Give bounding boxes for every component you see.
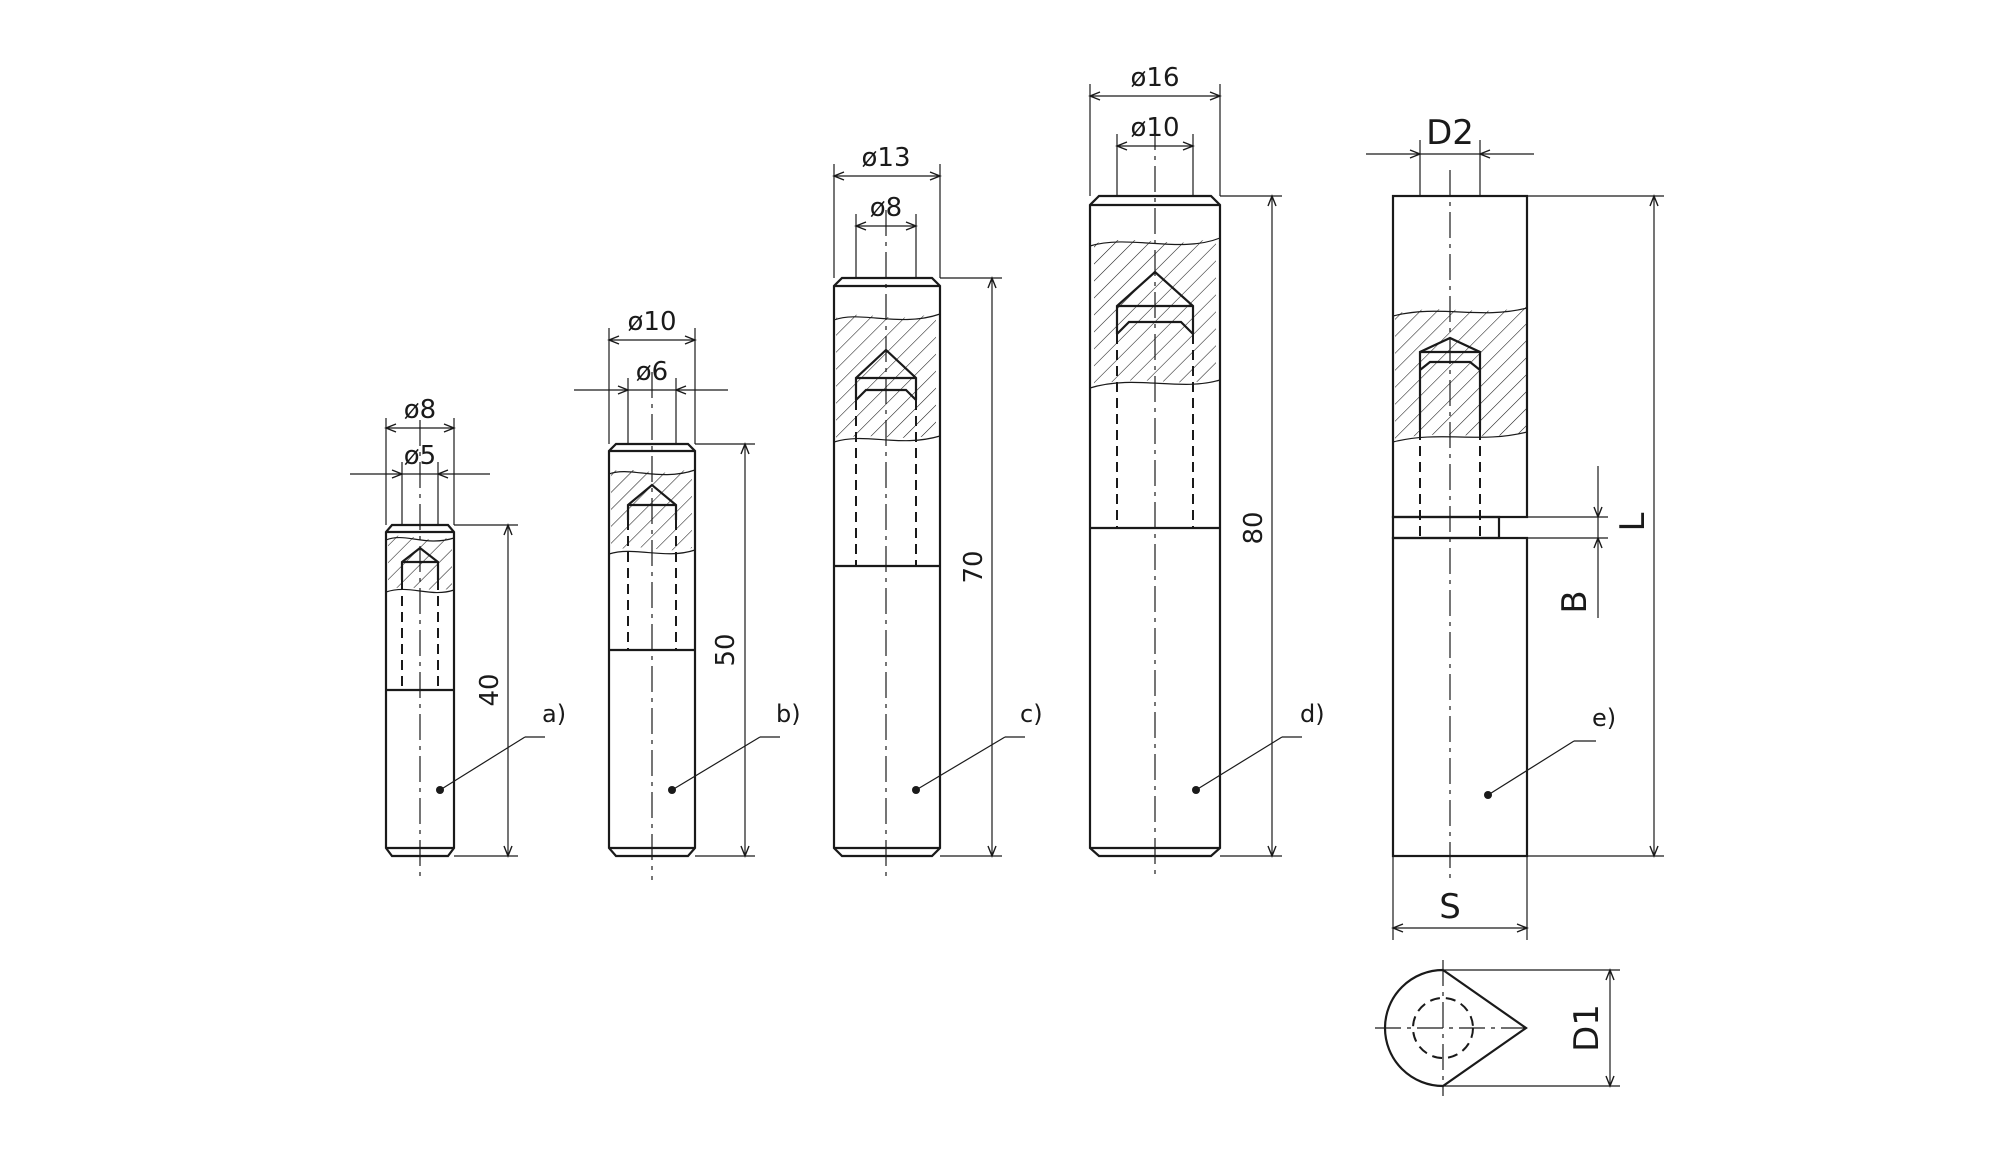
variant-e-pin-dia: D2 [1426,113,1474,153]
variant-e-lower-body [1391,536,1529,858]
variant-b-length: 50 [711,633,741,666]
variant-c-outline [832,276,942,858]
variant-a-outer-dia: ø8 [404,395,436,425]
variant-e-length: L [1613,512,1653,531]
variant-b-outer-dia: ø10 [628,307,677,337]
variant-d-label: d) [1300,700,1325,728]
variant-c-hatch [836,312,936,440]
variant-c-label: c) [1020,700,1043,728]
variant-b-label: b) [776,700,801,728]
variant-e-hatch [1395,306,1527,440]
variant-e-profile-view [1383,968,1528,1088]
variant-d-outline [1088,194,1222,858]
variant-e-label: e) [1592,704,1616,732]
variant-e-gap: B [1555,590,1595,613]
variant-c-outer-dia: ø13 [862,143,911,173]
variant-a-label: a) [542,700,566,728]
variant-c: c) ø13 ø8 70 [832,143,1043,880]
variant-d-outer-dia: ø16 [1131,63,1180,93]
variant-d: d) ø16 ø10 80 [1088,63,1325,880]
variant-c-length: 70 [959,550,989,583]
variant-a-outline [384,523,456,858]
variant-c-inner-dia: ø8 [870,193,902,223]
variant-d-length: 80 [1239,511,1269,544]
variant-a-length: 40 [475,673,505,706]
variant-a-inner-dia: ø5 [404,441,436,471]
variant-e-width: S [1439,887,1461,927]
variant-e-gap-ring [1391,515,1501,540]
variant-b: b) ø10 ø6 50 [574,307,801,880]
variant-e: e) D2 L B S D1 [1366,113,1664,1096]
variant-d-inner-dia: ø10 [1131,113,1180,143]
variant-e-profile-dia: D1 [1567,1004,1607,1052]
variant-a: a) ø8 ø5 40 [350,395,566,880]
variant-b-inner-dia: ø6 [636,357,668,387]
variant-b-outline [607,442,697,858]
